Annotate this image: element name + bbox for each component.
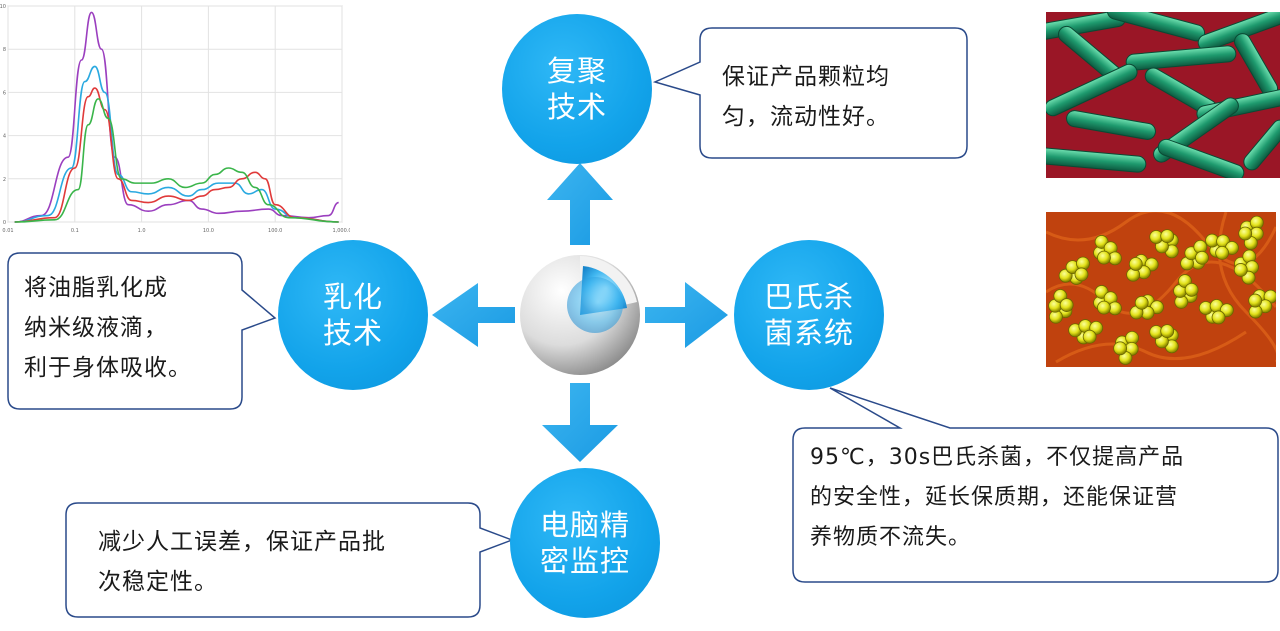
- coccus-cell: [1059, 298, 1074, 312]
- coccus-cell: [1248, 293, 1263, 308]
- callout-line: 保证产品颗粒均: [722, 64, 890, 90]
- arrow-down-icon: [542, 383, 618, 462]
- chart-y-tick-label: 10: [0, 4, 6, 10]
- chart-series: [14, 11, 339, 223]
- callout-bottom-outline: [65, 502, 515, 618]
- node-label-line: 电脑精: [539, 508, 630, 542]
- callout-right-outline: [792, 387, 1279, 583]
- coccus-cell: [1097, 250, 1111, 265]
- node-label-line: 密监控: [539, 544, 630, 578]
- callout-top-text: 保证产品颗粒均 匀，流动性好。: [722, 57, 890, 137]
- node-recombination-tech: 复聚 技术: [502, 14, 652, 164]
- chart-y-tick-label: 8: [3, 47, 6, 53]
- coccus-cell: [1113, 341, 1128, 356]
- coccus-cell: [1160, 324, 1175, 339]
- callout-bottom-text: 减少人工误差，保证产品批 次稳定性。: [98, 522, 386, 602]
- coccus-cell: [1238, 226, 1253, 241]
- arrow-up-icon: [547, 163, 613, 245]
- callout-line: 95℃，30s巴氏杀菌，不仅提高产品: [810, 445, 1185, 470]
- arrow-right-icon: [645, 282, 728, 348]
- node-label-line: 菌系统: [763, 316, 854, 350]
- callout-left-text: 将油脂乳化成 纳米级液滴， 利于身体吸收。: [24, 268, 192, 388]
- chart-y-tick-label: 4: [3, 134, 6, 140]
- coccus-cell: [1074, 267, 1089, 282]
- coccus-cell: [1211, 310, 1226, 325]
- arrow-left-icon: [432, 283, 515, 347]
- node-emulsification-tech: 乳化 技术: [278, 240, 428, 390]
- chart-axes: 0.01 0.1 1.0 10.0 100.0 1,000.0 0 2 4 6 8 10: [0, 4, 350, 234]
- chart-series-line: [14, 87, 339, 223]
- coccus-cell: [1195, 250, 1209, 265]
- callout-line: 匀，流动性好。: [722, 104, 890, 130]
- node-pasteurization-system: 巴氏杀 菌系统: [734, 240, 884, 390]
- callout-line: 利于身体吸收。: [24, 355, 192, 381]
- cutaway-sphere-icon: [520, 255, 640, 375]
- node-computer-monitoring: 电脑精 密监控: [510, 468, 660, 618]
- chart-y-tick-label: 2: [3, 177, 6, 183]
- callout-line: 的安全性，延长保质期，还能保证营: [810, 485, 1179, 510]
- coccus-cell: [1160, 229, 1175, 244]
- chart-series-line: [14, 98, 339, 223]
- callout-line: 将油脂乳化成: [24, 275, 168, 301]
- chart-grid: [7, 5, 343, 223]
- coccus-cell: [1128, 257, 1143, 271]
- callout-line: 减少人工误差，保证产品批: [98, 529, 386, 555]
- node-label-line: 巴氏杀: [763, 280, 854, 314]
- chart-series-line: [14, 65, 339, 223]
- chart-x-tick-label: 10.0: [203, 228, 214, 234]
- callout-top-outline: [652, 27, 968, 159]
- callout-right-text: 95℃，30s巴氏杀菌，不仅提高产品 的安全性，延长保质期，还能保证营 养物质不…: [810, 438, 1184, 558]
- node-label-line: 复聚: [546, 54, 607, 88]
- chart-x-tick-label: 1.0: [138, 228, 146, 234]
- callout-line: 纳米级液滴，: [24, 315, 168, 341]
- yellow-cocci-bacteria-image: [1046, 212, 1276, 367]
- node-label-line: 乳化: [322, 280, 383, 314]
- coccus-cell: [1082, 329, 1097, 344]
- chart-y-tick-label: 6: [3, 90, 6, 96]
- callout-left-outline: [7, 252, 277, 410]
- callout-line: 养物质不流失。: [810, 525, 972, 550]
- green-rod-bacteria-image: [1046, 12, 1280, 178]
- node-label-line: 技术: [322, 316, 383, 350]
- particle-size-chart: 0.01 0.1 1.0 10.0 100.0 1,000.0 0 2 4 6 8 10: [0, 4, 350, 234]
- callout-line: 次稳定性。: [98, 569, 218, 595]
- chart-series-line: [14, 11, 339, 223]
- chart-plot-area: [7, 5, 343, 223]
- coccus-cell: [1184, 282, 1199, 297]
- chart-x-tick-label: 100.0: [268, 228, 282, 234]
- coccus-cell: [1134, 295, 1149, 310]
- chart-x-tick-label: 0.1: [71, 228, 79, 234]
- coccus-cell: [1215, 245, 1230, 260]
- cocci-bacteria-photo: [1046, 212, 1276, 367]
- rod-bacteria-photo: [1046, 12, 1280, 178]
- chart-y-tick-label: 0: [3, 220, 6, 226]
- chart-x-tick-label: 0.01: [2, 228, 13, 234]
- chart-x-tick-label: 1,000.0: [332, 228, 350, 234]
- coccus-cell: [1097, 300, 1111, 315]
- coccus-cell: [1233, 263, 1248, 277]
- node-label-line: 技术: [546, 90, 607, 124]
